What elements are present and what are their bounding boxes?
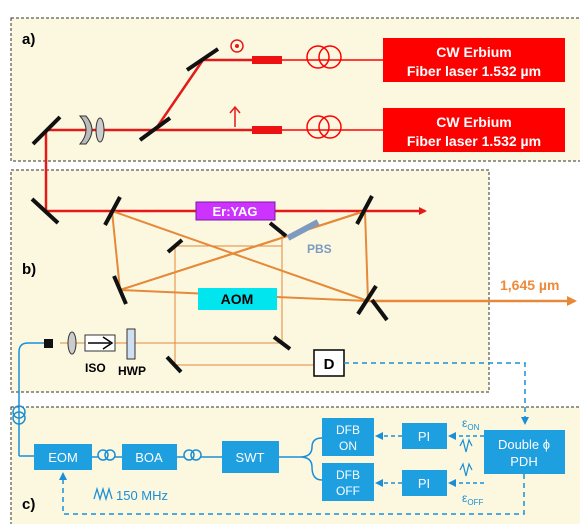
laser-2-box: [383, 108, 565, 152]
pdh-box: [484, 430, 565, 474]
error-signal-on-icon: [459, 438, 473, 453]
pdh-label-1: Double ϕ: [498, 437, 550, 452]
fiber-coil-c: [12, 405, 26, 425]
mirror-a3: [31, 115, 62, 146]
polarization-vertical-arrow-icon: [229, 105, 241, 127]
panel-b-label: b): [22, 261, 36, 278]
panel-c-label: c): [22, 496, 35, 513]
mirror-b-input: [30, 197, 60, 225]
laser-1-line1: CW Erbium: [436, 44, 511, 60]
cavity-mirror-3: [112, 275, 128, 305]
mirror-a1: [185, 47, 220, 72]
fiber-coil-1: [306, 45, 342, 69]
panel-a-label: a): [22, 31, 35, 48]
pi-bottom-box: [402, 470, 447, 496]
gain-medium-label: Er:YAG: [212, 204, 257, 219]
laser-1: CW Erbium Fiber laser 1.532 µm: [383, 38, 565, 82]
pbs-element: [286, 219, 320, 241]
cavity-mirror-1: [103, 196, 122, 226]
laser-1-box: [383, 38, 565, 82]
laser-2-line2: Fiber laser 1.532 µm: [407, 133, 541, 149]
telescope-lenses: [78, 115, 105, 145]
swt-label: SWT: [236, 450, 265, 465]
dfb-on-box: [322, 418, 374, 456]
aom-label: AOM: [221, 291, 254, 307]
input-lens: [67, 331, 77, 355]
pdh-to-eom-modulation: [59, 472, 525, 515]
polarization-out-of-plane-icon: [230, 39, 244, 53]
isolator: [84, 334, 116, 352]
eom-label: EOM: [48, 450, 78, 465]
fiber-connector: [44, 339, 53, 348]
epsilon-on-label: εON: [462, 416, 480, 432]
error-signal-off-icon: [459, 462, 473, 477]
boa-box: [122, 444, 177, 470]
epsilon-off-label: εOFF: [462, 491, 483, 507]
steering-mirror-1: [166, 238, 184, 254]
swt-box: [222, 441, 279, 473]
laser-1-line2: Fiber laser 1.532 µm: [407, 63, 541, 79]
eom-box: [34, 444, 92, 470]
combiner-mirror: [138, 116, 172, 142]
dfb-off-box: [322, 463, 374, 501]
half-wave-plate-label: HWP: [118, 364, 146, 378]
boa-label: BOA: [135, 450, 163, 465]
swt-to-dfb-links: [279, 437, 323, 481]
collimator-1: [252, 56, 282, 64]
half-wave-plate: [126, 328, 136, 360]
cavity-mirror-4: [356, 284, 378, 316]
pi-top-box: [402, 423, 447, 449]
laser-2: CW Erbium Fiber laser 1.532 µm: [383, 108, 565, 152]
gain-medium-box: [195, 201, 276, 221]
steering-mirror-4: [165, 355, 183, 374]
pbs-label: PBS: [307, 242, 332, 256]
output-coupler-mirror: [370, 298, 389, 322]
fiber-coil-boa-swt: [177, 449, 222, 461]
dfb-on-label-1: DFB: [336, 423, 360, 437]
cavity-mirror-2: [355, 195, 374, 225]
fiber-coil-eom-boa: [92, 449, 122, 461]
steering-mirror-2: [268, 221, 288, 238]
dfb-off-label-2: OFF: [336, 484, 360, 498]
pi-top-label: PI: [418, 429, 430, 444]
detector-label: D: [324, 356, 335, 373]
dfb-off-label-1: DFB: [336, 468, 360, 482]
rf-frequency-label: 150 MHz: [116, 488, 168, 503]
pdh-label-2: PDH: [510, 454, 537, 469]
detector-box: [313, 349, 345, 377]
collimator-2: [252, 126, 282, 134]
steering-mirror-3: [272, 335, 292, 351]
rf-waveform-icon: [93, 486, 113, 502]
aom-box: [198, 288, 277, 310]
isolator-label: ISO: [85, 361, 106, 375]
pi-bottom-label: PI: [418, 476, 430, 491]
laser-2-line1: CW Erbium: [436, 114, 511, 130]
fiber-coil-2: [306, 115, 342, 139]
output-wavelength-label: 1,645 µm: [500, 277, 559, 293]
detector-signal-line: [344, 362, 529, 425]
dfb-on-label-2: ON: [339, 439, 357, 453]
fiber-to-input: [18, 342, 44, 456]
